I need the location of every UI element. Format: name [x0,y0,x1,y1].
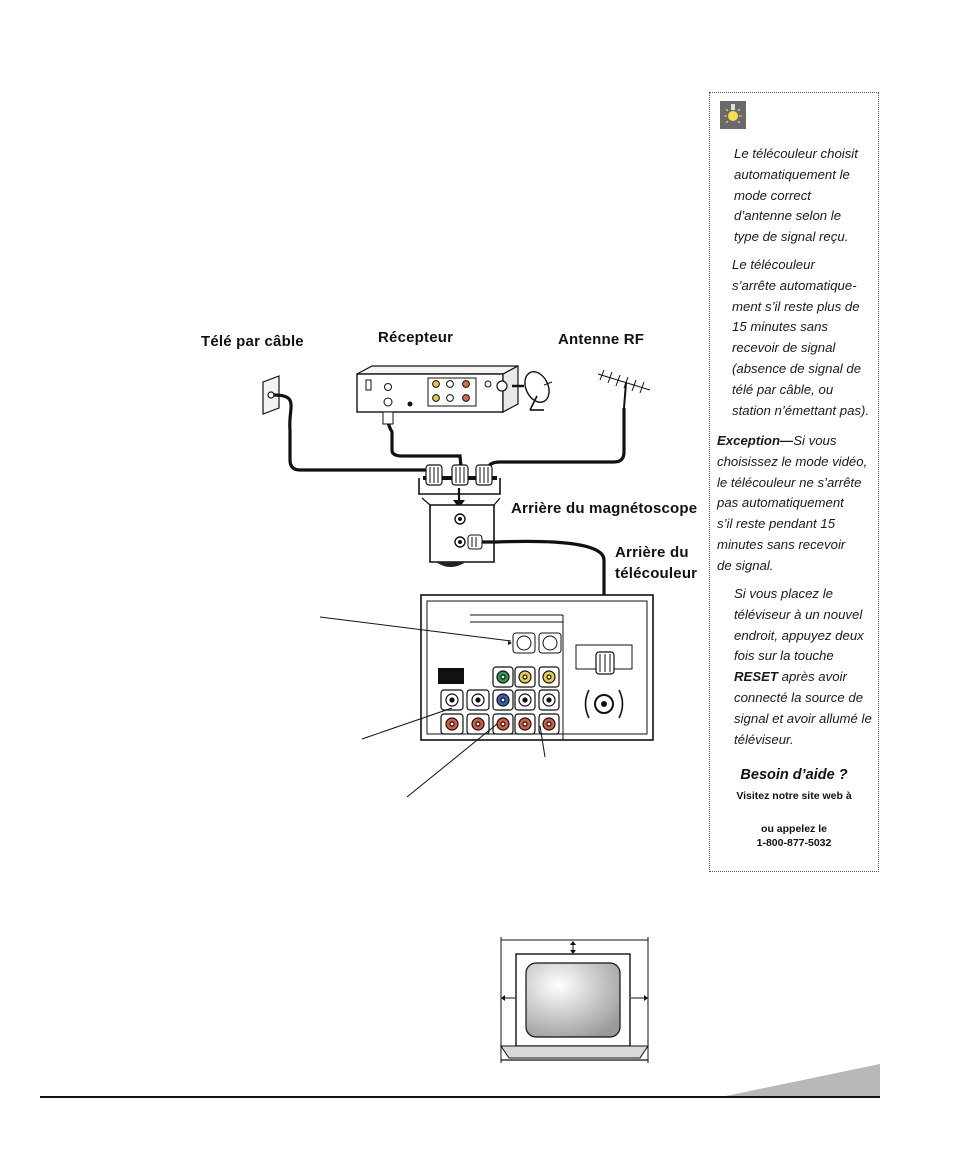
help-website-line: Visitez notre site web à [736,790,852,802]
exception-text: Si vous choisissez le mode vidéo, le tél… [717,433,868,573]
tv-back-panel-icon [420,594,654,741]
tip-auto-shutoff: Le télécouleur s’arrête automatique- men… [732,257,870,418]
tip-reset: Si vous placez le téléviseur à un nouvel… [734,584,872,750]
reset-key-label: RESET [734,669,778,685]
tips-sidebar [709,92,879,872]
receiver-box-icon [356,365,519,413]
tv-back-label: Arrière du télécouleur [615,544,698,582]
help-phone: ou appelez le 1-800-877-5032 [756,823,832,849]
wall-outlet-icon [262,375,280,415]
splitter-connectors-icon [418,464,501,508]
lightbulb-tip-icon [720,101,746,129]
tip-antenna-mode: Le télécouleur choisit automatiquement l… [734,146,858,245]
tip-reset-text-a: Si vous placez le téléviseur à un nouvel… [734,586,864,664]
vcr-back-panel-icon [421,497,501,567]
rf-antenna-label: Antenne RF [558,331,645,348]
receiver-label: Récepteur [378,329,454,346]
tv-placement-illustration [500,937,649,1063]
footer-rule [40,1096,880,1098]
cable-tv-label: Télé par câble [201,333,304,350]
satellite-dish-icon [496,371,553,411]
tip-exception: Exception—Si vous choisissez le mode vid… [717,431,867,577]
rf-antenna-icon [597,369,651,409]
tip-reset-text-b: après avoir connecté la source de signal… [734,669,872,747]
exception-label: Exception— [717,433,794,448]
page-corner-tab [716,1064,880,1098]
help-title: Besoin d’aide ? [740,767,848,783]
vcr-back-label: Arrière du magnétoscope [511,500,698,517]
